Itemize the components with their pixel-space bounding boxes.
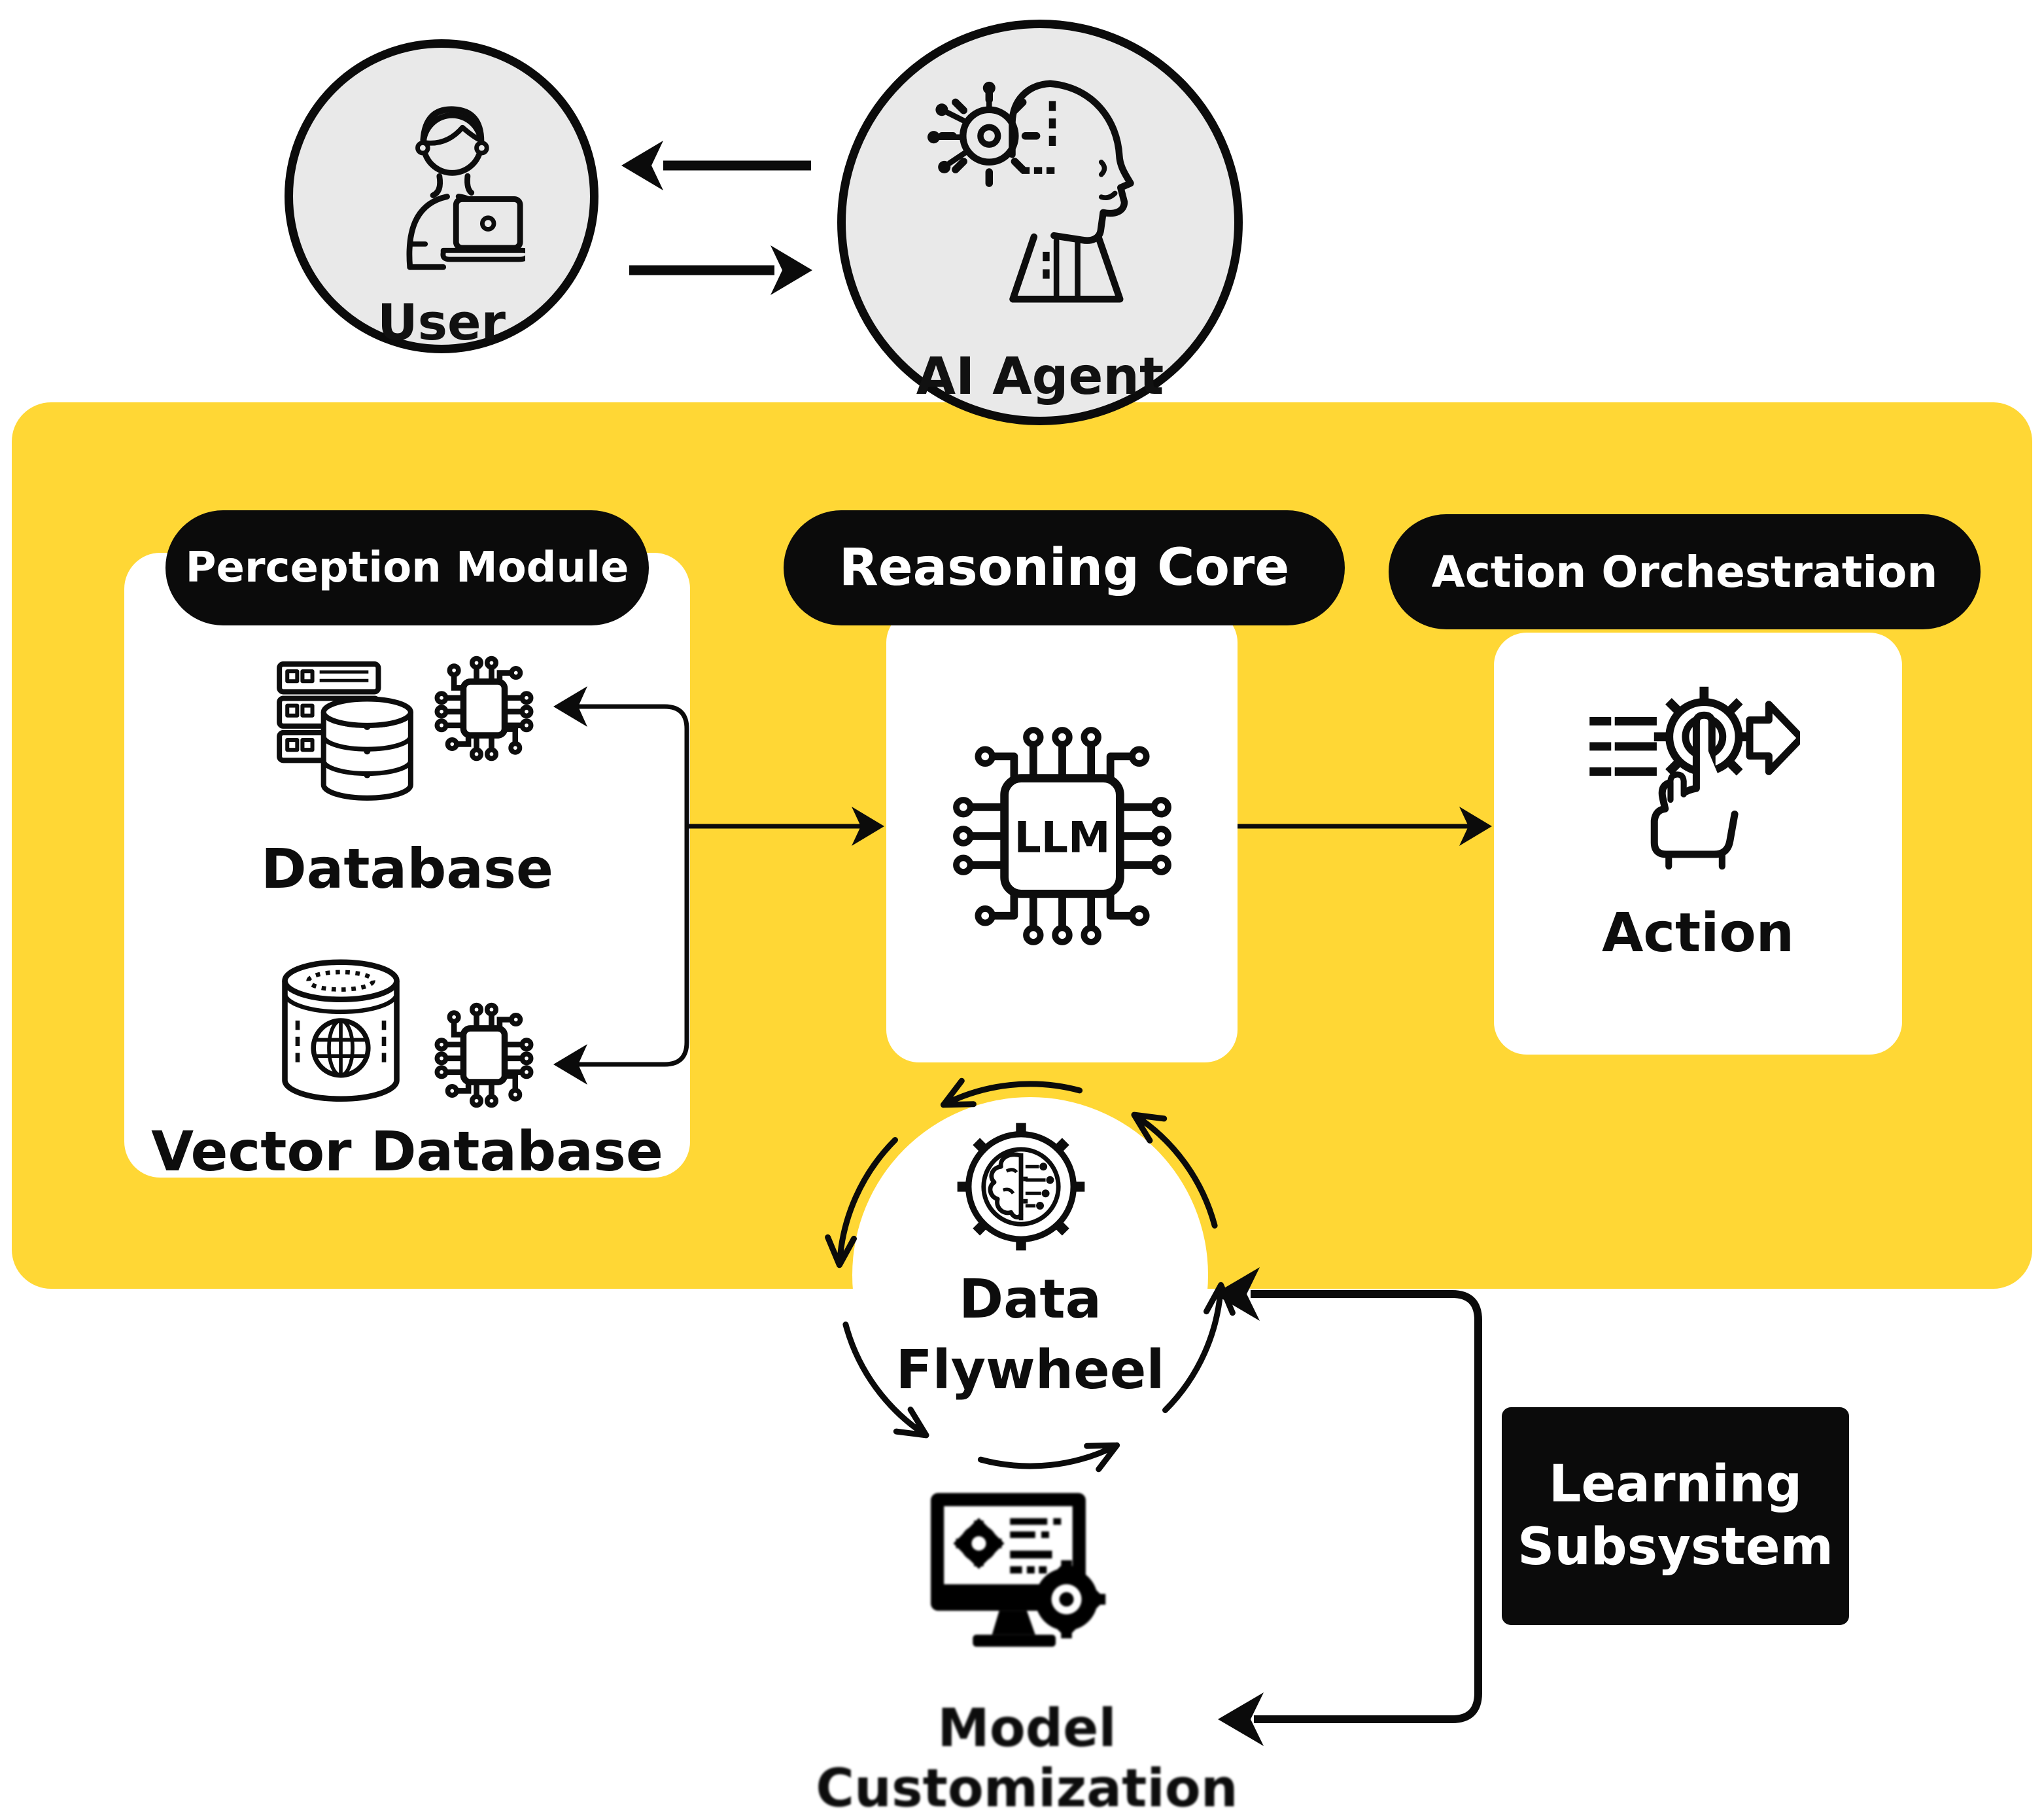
ai-agent-node: AI Agent (837, 20, 1243, 425)
llm-chip-label: LLM (1014, 814, 1110, 863)
user-label: User (377, 293, 506, 351)
database-label: Database (260, 837, 554, 901)
learning-subsystem-label-line1: Learning (1548, 1455, 1803, 1514)
vector-database-label: Vector Database (151, 1119, 663, 1183)
ai-agent-label: AI Agent (916, 347, 1164, 406)
gear-press-arrow-icon (1589, 686, 1800, 870)
model-customization-label-line2: Customization (816, 1758, 1238, 1819)
action-label: Action (1601, 902, 1795, 964)
person-laptop-icon (406, 106, 525, 270)
action-orchestration-pill: Action Orchestration (1389, 514, 1981, 629)
gear-brain-circuit-icon (957, 1123, 1085, 1251)
perception-module-pill: Perception Module (165, 510, 649, 625)
user-node: User (285, 39, 598, 353)
learning-subsystem-label-line2: Subsystem (1517, 1517, 1833, 1577)
chip-icon (428, 648, 540, 769)
chip-icon (428, 994, 540, 1116)
data-flywheel-label-line1: Data (959, 1269, 1101, 1331)
model-customization-label-line1: Model (937, 1698, 1117, 1759)
server-database-icon (277, 661, 413, 801)
ai-head-gear-icon (927, 80, 1134, 303)
llm-chip-icon: LLM (953, 727, 1171, 945)
learning-subsystem-box: Learning Subsystem (1502, 1407, 1849, 1625)
reasoning-core-pill: Reasoning Core (784, 510, 1345, 625)
monitor-gear-icon (931, 1493, 1106, 1647)
vector-database-icon (282, 959, 400, 1102)
data-flywheel-label-line2: Flywheel (895, 1339, 1165, 1401)
